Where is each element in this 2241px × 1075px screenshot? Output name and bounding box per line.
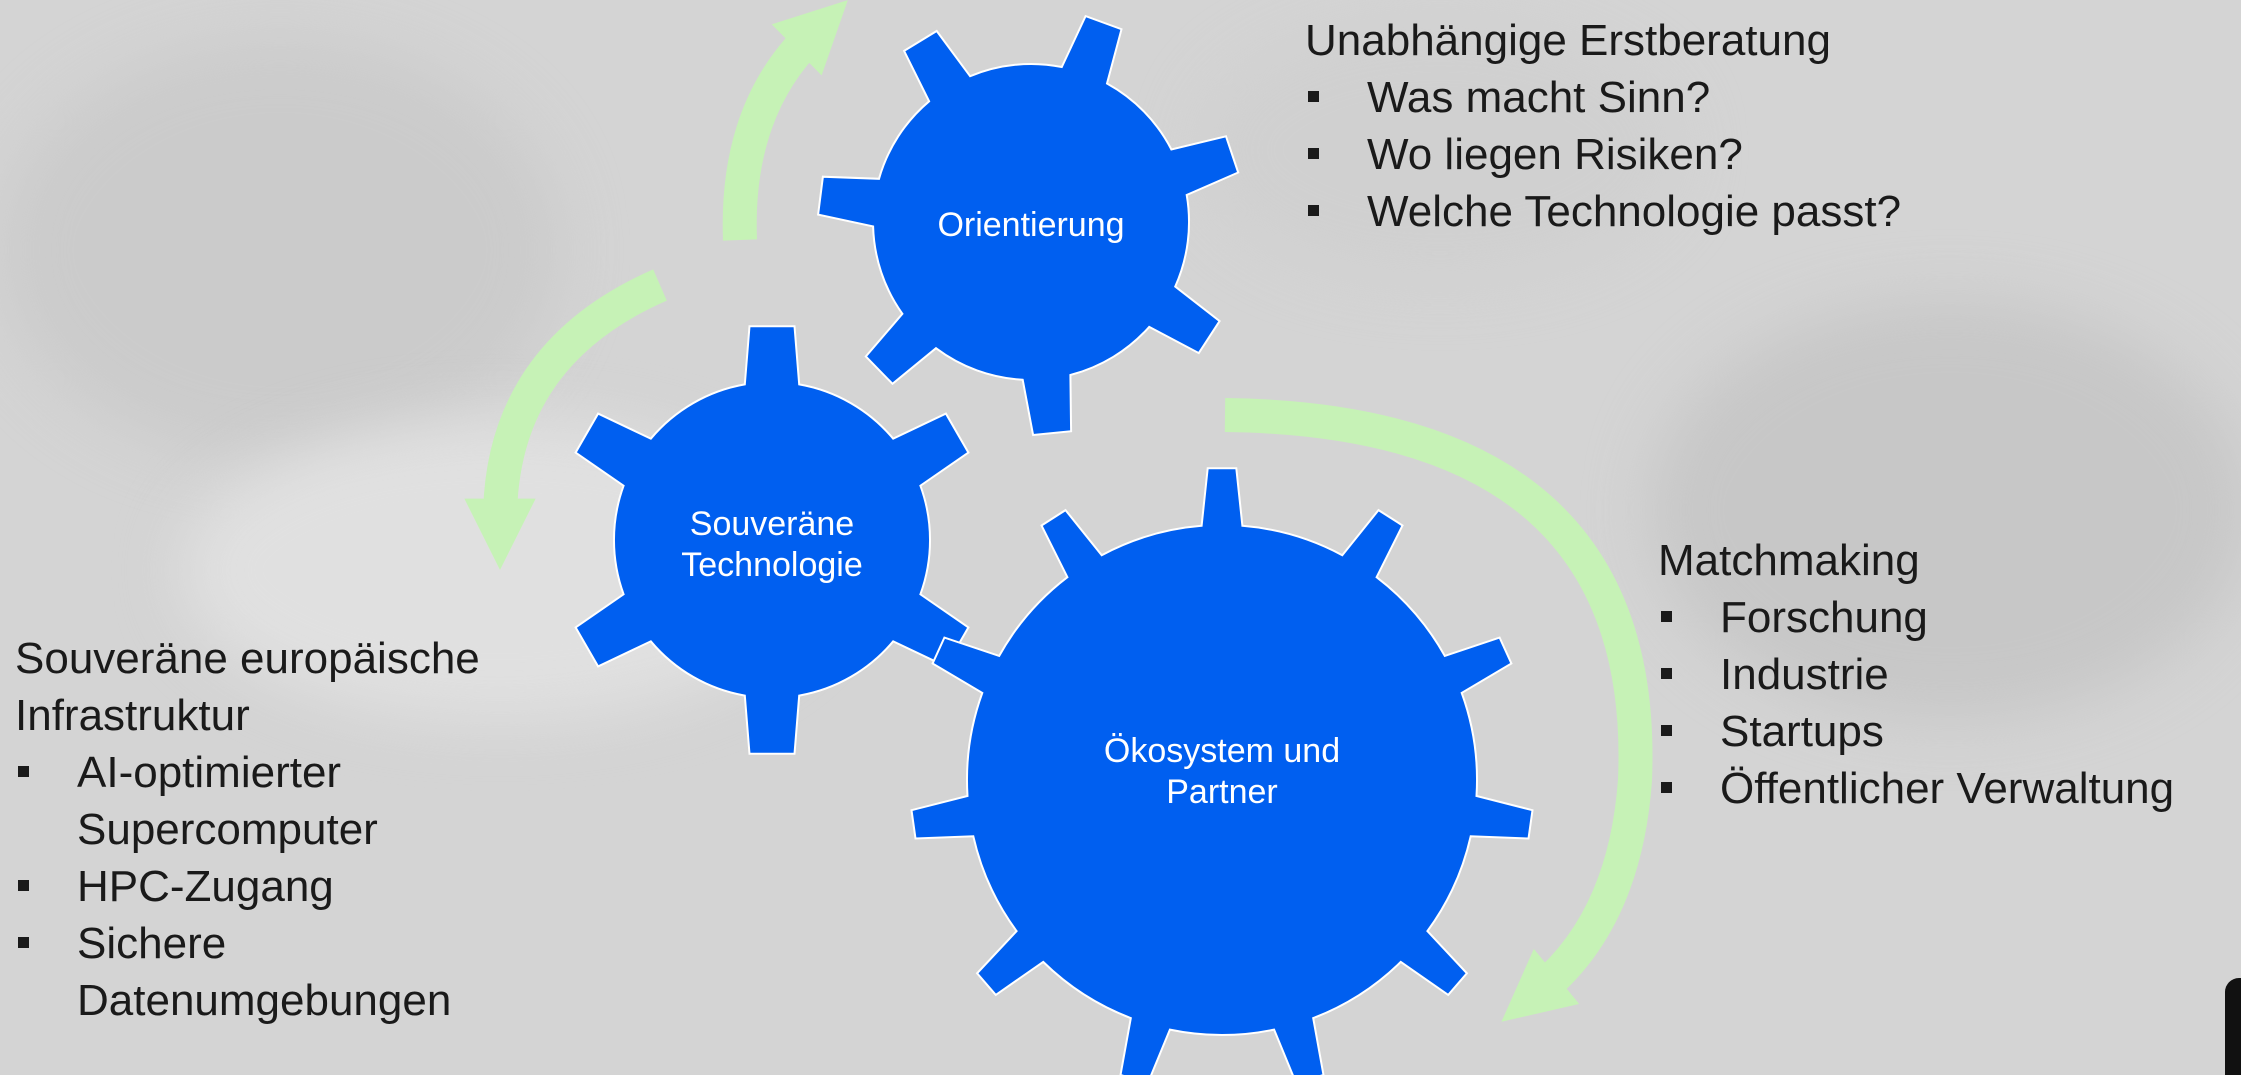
infrastructure-heading-line2: Infrastruktur — [15, 691, 250, 740]
gear-orientation — [816, 14, 1240, 437]
list-item: Was macht Sinn? — [1305, 69, 1901, 126]
infrastructure-block: Souveräne europäische Infrastruktur AI-o… — [15, 630, 655, 1029]
gear-label-technology-line2: Technologie — [681, 546, 862, 584]
consulting-heading: Unabhängige Erstberatung — [1305, 16, 1831, 65]
list-item: Wo liegen Risiken? — [1305, 126, 1901, 183]
infrastructure-list: AI-optimierter Supercomputer HPC-Zugang … — [15, 744, 455, 1029]
list-item: AI-optimierter Supercomputer — [15, 744, 455, 858]
gear-label-technology-line1: Souveräne — [690, 505, 854, 543]
consulting-block: Unabhängige Erstberatung Was macht Sinn?… — [1305, 12, 1901, 240]
matchmaking-heading: Matchmaking — [1658, 536, 1920, 585]
edge-tab — [2225, 978, 2241, 1075]
gear-label-orientation: Orientierung — [937, 206, 1124, 244]
list-item: HPC-Zugang — [15, 858, 455, 915]
cycle-arrow-left — [464, 269, 667, 570]
background-shape — [1200, 20, 1680, 280]
background-shape — [0, 40, 560, 460]
cycle-arrow-right — [1224, 398, 1653, 1022]
gear-label-ecosystem-line2: Partner — [1166, 773, 1278, 811]
gear-label-ecosystem-line1: Ökosystem und — [1104, 732, 1340, 770]
matchmaking-list: Forschung Industrie Startups Öffentliche… — [1658, 589, 2174, 817]
list-item: Startups — [1658, 703, 2174, 760]
list-item: Industrie — [1658, 646, 2174, 703]
background-shape — [1650, 300, 2241, 720]
consulting-list: Was macht Sinn? Wo liegen Risiken? Welch… — [1305, 69, 1901, 240]
list-item: Sichere Datenumgebungen — [15, 915, 455, 1029]
matchmaking-block: Matchmaking Forschung Industrie Startups… — [1658, 532, 2174, 817]
cycle-arrow-top — [722, 0, 848, 241]
list-item: Welche Technologie passt? — [1305, 183, 1901, 240]
list-item: Öffentlicher Verwaltung — [1658, 760, 2174, 817]
gear-ecosystem — [910, 467, 1534, 1075]
gear-technology — [574, 325, 970, 755]
list-item: Forschung — [1658, 589, 2174, 646]
infrastructure-heading-line1: Souveräne europäische — [15, 634, 480, 683]
